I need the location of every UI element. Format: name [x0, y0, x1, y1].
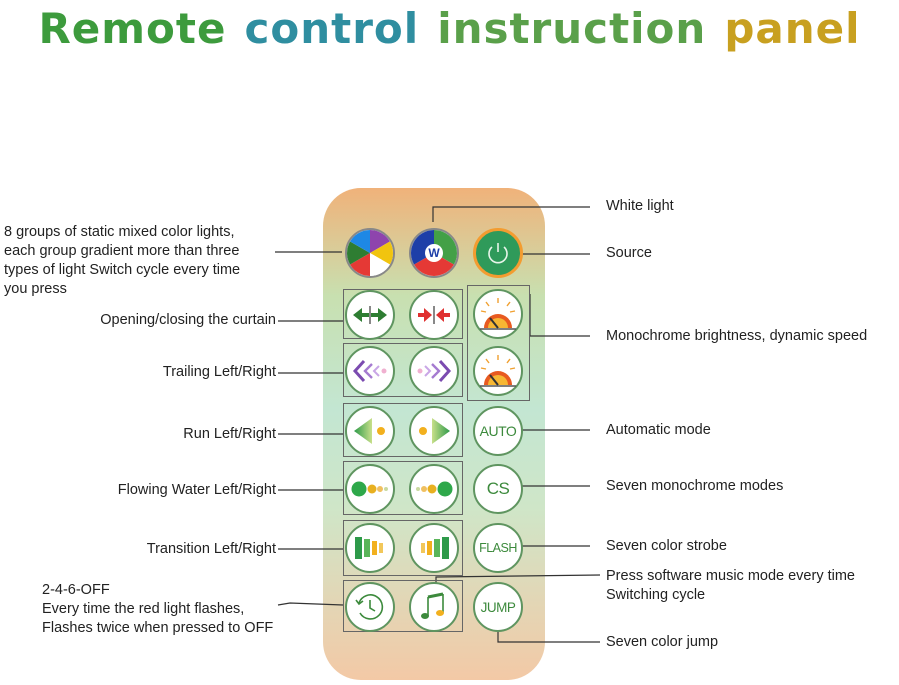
group-transition: [343, 520, 463, 576]
title-word-1: Remote: [38, 4, 227, 53]
color-wheel-icon: [347, 230, 393, 276]
chevrons-right-icon: [417, 359, 452, 383]
flowing-left-button[interactable]: [345, 464, 395, 514]
arrows-together-icon: [418, 306, 450, 324]
label-auto-mode: Automatic mode: [606, 422, 711, 438]
trailing-left-button[interactable]: [345, 346, 395, 396]
line-brightness: [529, 294, 590, 337]
label-trailing: Trailing Left/Right: [162, 364, 276, 380]
label-jump: Seven color jump: [606, 634, 719, 650]
clock-icon: [355, 594, 384, 620]
speed-gauge-icon-2: [480, 355, 516, 387]
arrows-apart-icon: [353, 306, 387, 324]
label-strobe: Seven color strobe: [606, 538, 727, 554]
dots-left-icon: [351, 481, 388, 497]
static-color-button[interactable]: [345, 228, 395, 278]
group-trailing: [343, 343, 463, 397]
transition-right-button[interactable]: [409, 523, 459, 573]
music-mode-button[interactable]: [409, 582, 459, 632]
group-brightness: [467, 285, 530, 401]
white-light-button[interactable]: W: [409, 228, 459, 278]
bars-right-icon: [421, 537, 449, 559]
group-run: [343, 403, 463, 457]
title-word-3: instruction: [437, 4, 707, 53]
label-static-colors-line-4: you press: [4, 281, 67, 297]
power-button[interactable]: [473, 228, 523, 278]
timer-off-button[interactable]: [345, 582, 395, 632]
title-word-2: control: [244, 4, 420, 53]
music-note-icon: [421, 592, 444, 619]
label-white-light: White light: [606, 198, 674, 214]
label-flowing: Flowing Water Left/Right: [117, 482, 276, 498]
label-seven-mono: Seven monochrome modes: [606, 478, 784, 494]
label-source: Source: [606, 245, 652, 261]
transition-left-button[interactable]: [345, 523, 395, 573]
label-off: 2-4-6-OFF Every time the red light flash…: [42, 581, 273, 638]
curtain-close-button[interactable]: [409, 290, 459, 340]
line-jump: [497, 630, 600, 643]
brightness-up-button[interactable]: [473, 289, 523, 339]
auto-button[interactable]: AUTO: [473, 406, 523, 456]
brightness-down-button[interactable]: [473, 346, 523, 396]
label-brightness: Monochrome brightness, dynamic speed: [606, 328, 868, 344]
white-letter: W: [428, 246, 440, 260]
dots-right-icon: [416, 481, 453, 497]
triangle-right-icon: [419, 418, 450, 444]
page-title: Remote control instruction panel: [0, 4, 899, 53]
triangle-left-icon: [354, 418, 385, 444]
cs-button[interactable]: CS: [473, 464, 523, 514]
curtain-open-button[interactable]: [345, 290, 395, 340]
speed-gauge-icon: [480, 298, 516, 330]
line-off: [277, 602, 344, 606]
label-static-colors-line-2: each group gradient more than three: [4, 243, 240, 259]
trailing-right-button[interactable]: [409, 346, 459, 396]
jump-button[interactable]: JUMP: [473, 582, 523, 632]
label-static-colors-line-3: types of light Switch cycle every time: [4, 262, 241, 278]
label-static-colors-line-1: 8 groups of static mixed color lights,: [4, 224, 235, 240]
power-icon: [488, 243, 508, 264]
label-curtain: Opening/closing the curtain: [100, 312, 276, 328]
title-word-4: panel: [724, 4, 861, 53]
chevrons-left-icon: [352, 359, 387, 383]
group-off-music: [343, 580, 463, 632]
flowing-right-button[interactable]: [409, 464, 459, 514]
flash-button[interactable]: FLASH: [473, 523, 523, 573]
run-left-button[interactable]: [345, 406, 395, 456]
label-off-line-3: Flashes twice when pressed to OFF: [42, 620, 274, 636]
bars-left-icon: [355, 537, 383, 559]
label-music-line-1: Press software music mode every time: [606, 568, 855, 584]
group-curtain: [343, 289, 463, 339]
run-right-button[interactable]: [409, 406, 459, 456]
label-off-line-2: Every time the red light flashes,: [42, 601, 245, 617]
label-music-line-2: Switching cycle: [606, 587, 706, 603]
label-static-colors: 8 groups of static mixed color lights, e…: [4, 223, 240, 299]
line-white-light: [432, 206, 590, 222]
label-run: Run Left/Right: [183, 426, 276, 442]
white-wheel-icon: [411, 230, 457, 276]
group-flowing: [343, 461, 463, 515]
label-music: Press software music mode every time Swi…: [606, 567, 855, 605]
label-off-line-1: 2-4-6-OFF: [42, 582, 110, 598]
label-transition: Transition Left/Right: [146, 541, 276, 557]
